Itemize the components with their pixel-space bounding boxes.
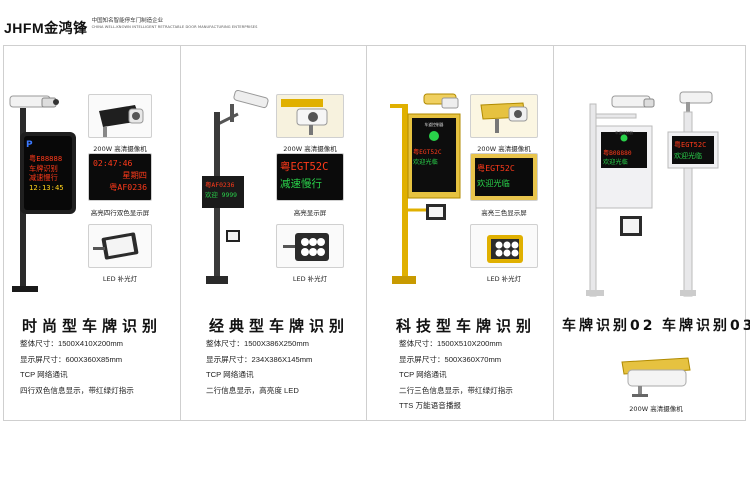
model-02-display-line: 欢迎光临	[603, 158, 628, 166]
classic-display-line: 粤AF0236	[205, 181, 235, 189]
camera-thumbnail	[88, 94, 152, 138]
spec-line: TCP 网络通讯	[399, 370, 447, 379]
fashion-caption-led: LED 补光灯	[102, 275, 138, 283]
spec-line: 整体尺寸：1500X510X200mm	[399, 339, 502, 348]
model-02-display-screen: 粤B08880 欢迎光临	[603, 150, 647, 167]
model-03-title: 车牌识别03	[662, 318, 750, 334]
column-divider	[180, 45, 181, 421]
tech-thumb-line: 欢迎光临	[477, 178, 510, 188]
spec-line: 四行双色信息显示，带红绿灯指示	[20, 385, 134, 395]
fashion-display-line: 粤E88888	[29, 154, 63, 163]
camera-product-caption: 200W 高清摄像机	[629, 405, 683, 413]
column-divider	[366, 45, 367, 421]
fashion-display-screen: 粤E88888 车牌识别 减速慢行 12:13:45	[29, 154, 73, 192]
spec-line: 显示屏尺寸：500X360X70mm	[399, 354, 502, 364]
spec-line: 二行信息显示，高亮度 LED	[206, 385, 299, 395]
fashion-caption-display: 高亮四行双色显示屏	[90, 209, 150, 217]
column-divider	[553, 45, 554, 421]
brand-logo: JHFM金鸿锋	[4, 20, 88, 36]
model-03-display-line: 粤EGT52C	[674, 141, 707, 149]
model-03-display-line: 欢迎光临	[674, 152, 702, 160]
spec-line: 显示屏尺寸：600X360X85mm	[20, 354, 123, 364]
product-frame	[3, 45, 746, 421]
model-02-display-header: 车道控制器	[615, 131, 633, 135]
fashion-thumb-line: 星期四	[122, 170, 147, 180]
spec-line: TTS 万能语音播报	[399, 401, 462, 410]
classic-specs: 整体尺寸：1500X386X250mm 显示屏尺寸：234X386X145mm …	[206, 336, 312, 398]
fashion-thumb-line: 02:47:46	[93, 158, 133, 168]
tech-title: 科技型车牌识别	[396, 317, 537, 335]
display-thumbnail: 粤EGT52C 欢迎光临	[470, 153, 538, 201]
camera-icon	[480, 102, 528, 133]
tech-caption-display: 高亮三色显示屏	[481, 209, 527, 217]
model-02-pole-illustration	[586, 95, 655, 297]
classic-thumb-line: 粤EGT52C	[280, 161, 329, 173]
tech-display-screen: 粤EGT52C 欢迎光临	[413, 148, 457, 168]
spec-line: TCP 网络通讯	[20, 370, 68, 379]
fashion-caption-camera: 200W 高清摄像机	[93, 145, 147, 153]
camera-icon	[281, 99, 328, 135]
classic-lpr-pole-illustration	[202, 90, 269, 284]
spec-line: 整体尺寸：1500X410X200mm	[20, 339, 123, 348]
model-03-pole-illustration	[667, 91, 719, 297]
tech-display-line: 粤EGT52C	[413, 149, 442, 156]
tech-specs: 整体尺寸：1500X510X200mm 显示屏尺寸：500X360X70mm T…	[399, 336, 513, 414]
svg-text:P: P	[26, 140, 33, 150]
tech-thumb-line: 粤EGT52C	[477, 163, 515, 173]
classic-caption-led: LED 补光灯	[292, 275, 328, 283]
fashion-specs: 整体尺寸：1500X410X200mm 显示屏尺寸：600X360X85mm T…	[20, 336, 134, 398]
fashion-display-line: 减速慢行	[29, 173, 58, 182]
classic-display-screen: 粤AF0236 欢迎 9999	[205, 180, 243, 200]
led-light-icon	[487, 235, 523, 263]
fashion-title: 时尚型车牌识别	[22, 317, 163, 335]
classic-caption-display: 高亮显示屏	[293, 209, 327, 217]
spec-line: 二行三色信息显示，带红绿灯指示	[399, 385, 513, 395]
led-light-thumbnail	[276, 224, 344, 268]
display-thumbnail: 粤EGT52C 减速慢行	[276, 153, 344, 201]
tech-caption-led: LED 补光灯	[486, 275, 522, 283]
led-light-thumbnail	[88, 224, 152, 268]
model-03-display-screen: 粤EGT52C 欢迎光临	[674, 140, 714, 162]
fashion-lpr-pole-illustration: P	[9, 95, 76, 292]
tech-caption-camera: 200W 高清摄像机	[477, 145, 531, 153]
camera-product-illustration	[621, 357, 691, 397]
spec-line: TCP 网络通讯	[206, 370, 254, 379]
company-name: 中国知名智能停车门制造企业 CHINA WELL-KNOWN INTELLIGE…	[92, 18, 258, 30]
classic-caption-camera: 200W 高清摄像机	[283, 145, 337, 153]
classic-title: 经典型车牌识别	[209, 317, 350, 335]
led-light-thumbnail	[470, 224, 538, 268]
classic-thumb-line: 减速慢行	[280, 178, 322, 190]
classic-display-line: 欢迎 9999	[205, 191, 238, 199]
company-name-en: CHINA WELL-KNOWN INTELLIGENT RETRACTABLE…	[91, 25, 258, 29]
company-name-cn: 中国知名智能停车门制造企业	[91, 18, 164, 24]
camera-thumbnail	[470, 94, 538, 138]
spec-line: 显示屏尺寸：234X386X145mm	[206, 354, 313, 364]
model-02-title: 车牌识别02	[562, 318, 656, 334]
tech-lpr-pole-illustration	[390, 93, 461, 284]
led-light-icon	[283, 233, 329, 261]
tech-display-header: 车道控制器	[424, 122, 444, 127]
display-thumbnail: 02:47:46 星期四 粤AF0236	[88, 153, 152, 201]
camera-thumbnail	[276, 94, 344, 138]
brand-header: JHFM金鸿锋 中国知名智能停车门制造企业 CHINA WELL-KNOWN I…	[4, 18, 258, 40]
camera-icon	[99, 105, 144, 137]
led-light-icon	[93, 232, 139, 260]
fashion-display-line: 12:13:45	[29, 182, 64, 192]
fashion-thumb-line: 粤AF0236	[109, 182, 147, 192]
spec-line: 整体尺寸：1500X386X250mm	[206, 339, 309, 348]
fashion-display-line: 车牌识别	[29, 163, 58, 173]
model-02-display-line: 粤B08880	[603, 150, 632, 157]
tech-display-line: 欢迎光临	[413, 159, 438, 166]
